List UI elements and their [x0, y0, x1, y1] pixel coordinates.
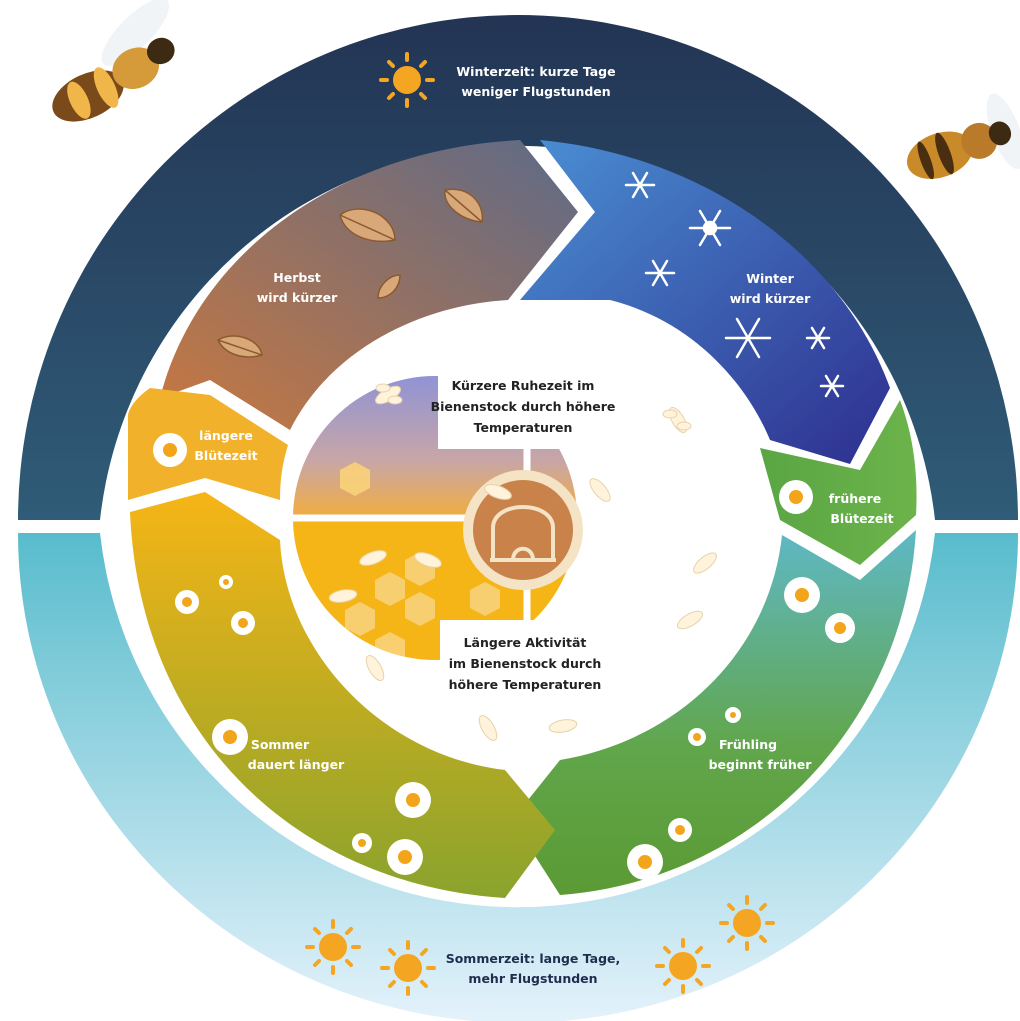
- summer-band-line2: mehr Flugstunden: [468, 971, 597, 986]
- flower-icon: [825, 613, 855, 643]
- bee-icon: [662, 407, 692, 433]
- sommer-line2: dauert länger: [248, 757, 345, 772]
- summer-segment: [130, 492, 555, 898]
- sun-icon: [379, 52, 435, 108]
- activity-line2: im Bienenstock durch: [449, 656, 602, 671]
- bee-icon: [693, 552, 717, 574]
- spring-segment: [512, 530, 916, 895]
- snowflakes: [624, 171, 845, 398]
- leaf-icon: [377, 274, 401, 299]
- fruehling-line1: Frühling: [719, 737, 777, 752]
- bee-icon: [548, 719, 578, 733]
- inner-bees: [328, 383, 717, 741]
- longer-bloom-line1: längere: [199, 428, 253, 443]
- leaf-icon: [339, 208, 396, 242]
- bee-icon: [365, 655, 385, 681]
- summer-band-fill: [18, 533, 1018, 1021]
- rest-line2: Bienenstock durch höhere: [431, 399, 616, 414]
- activity-line3: höhere Temperaturen: [449, 677, 602, 692]
- bee-icon: [328, 589, 358, 603]
- snowflake-icon: [724, 317, 772, 359]
- leaves: [217, 188, 484, 358]
- bee-icon: [589, 478, 611, 502]
- suns: [305, 52, 775, 996]
- winter-band: [0, 0, 1020, 520]
- flower-icon: [779, 480, 813, 514]
- bee-icon: [484, 484, 512, 500]
- bee-icon: [906, 93, 1020, 180]
- snowflake-icon: [644, 259, 676, 287]
- longer-bloom-line2: Blütezeit: [194, 448, 257, 463]
- snowflake-icon: [805, 326, 831, 350]
- flower-icon: [784, 577, 820, 613]
- leaf-icon: [217, 335, 263, 358]
- bee-icon: [375, 383, 403, 405]
- earlier-bloom-segment: [760, 400, 917, 565]
- winter-band-fill: [18, 15, 1018, 520]
- winter-line1: Winter: [746, 271, 794, 286]
- flower-icon: [212, 719, 248, 755]
- sommer-line1: Sommer: [251, 737, 310, 752]
- herbst-line1: Herbst: [273, 270, 320, 285]
- flower-icon: [352, 833, 372, 853]
- flower-icon: [725, 707, 741, 723]
- flower-icon: [395, 782, 431, 818]
- snowflake-icon: [688, 209, 732, 247]
- winter-segment: [520, 140, 890, 464]
- bee-icon: [52, 0, 175, 122]
- sun-icon: [719, 895, 775, 951]
- sun-icon: [305, 919, 361, 975]
- flower-icon: [668, 818, 692, 842]
- activity-box: Längere Aktivität im Bienenstock durch h…: [440, 620, 610, 708]
- rest-line3: Temperaturen: [474, 420, 573, 435]
- flowers: [153, 433, 855, 880]
- winter-band-line1: Winterzeit: kurze Tage: [456, 64, 615, 79]
- flower-icon: [627, 844, 663, 880]
- flower-icon: [175, 590, 199, 614]
- summer-band-line1: Sommerzeit: lange Tage,: [446, 951, 621, 966]
- activity-line1: Längere Aktivität: [464, 635, 587, 650]
- earlier-bloom-line2: Blütezeit: [830, 511, 893, 526]
- earlier-bloom-line1: frühere: [829, 491, 882, 506]
- rest-box: Kürzere Ruhezeit im Bienenstock durch hö…: [431, 365, 616, 449]
- herbst-line2: wird kürzer: [257, 290, 338, 305]
- bee-icon: [478, 715, 498, 741]
- flower-icon: [688, 728, 706, 746]
- bee-icon: [677, 610, 703, 630]
- snowflake-icon: [624, 171, 656, 199]
- longer-bloom-segment: [128, 388, 288, 500]
- winter-line2: wird kürzer: [730, 291, 811, 306]
- sun-icon: [380, 940, 436, 996]
- leaf-icon: [444, 188, 484, 223]
- sun-icon: [655, 938, 711, 994]
- winter-band-line2: weniger Flugstunden: [461, 84, 610, 99]
- snowflake-icon: [819, 374, 845, 398]
- flower-icon: [153, 433, 187, 467]
- flower-icon: [231, 611, 255, 635]
- fruehling-line2: beginnt früher: [709, 757, 813, 772]
- flower-icon: [219, 575, 233, 589]
- flower-icon: [387, 839, 423, 875]
- beehive-icon: [463, 470, 583, 590]
- bee-icon: [414, 552, 442, 568]
- rest-line1: Kürzere Ruhezeit im: [452, 378, 595, 393]
- bee-icon: [359, 550, 387, 566]
